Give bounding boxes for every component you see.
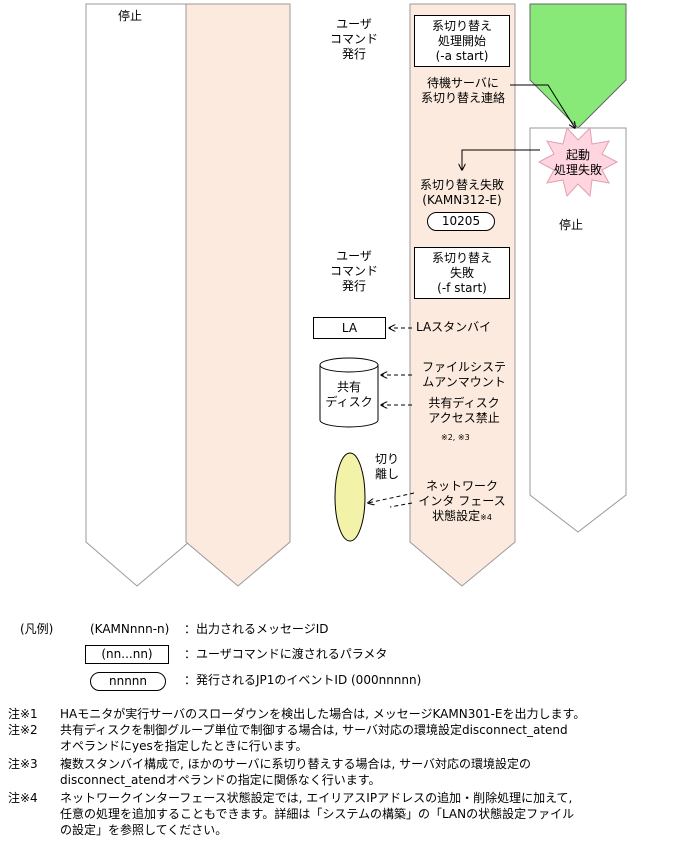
legend-msg-desc: ：出力されるメッセージID [184,622,329,636]
fs-unmount: ファイルシステ ムアンマウント [421,360,506,389]
note-3-line-1: 複数スタンバイ構成で, ほかのサーバに系切り替えする場合は, サーバ対応の環境設… [60,757,532,771]
note-4-line-1: ネットワークインターフェース状態設定では, エイリアスIPアドレスの追加・削除処… [60,791,573,805]
shared-disk-label: 共有 ディスク [325,380,373,409]
la-standby: LAスタンバイ [416,320,492,334]
legend-param-box: (nn...nn) [85,645,169,664]
arrow-detach [368,492,415,503]
lane-2 [185,3,291,587]
note-ref-2-3: ※2, ※3 [441,433,470,442]
note-4-line-2: 任意の処理を追加することもできます。詳細は「システムの構築」の「LANの状態設定… [60,807,575,821]
nic-state: ネットワーク インタ フェース 状態設定※4 [418,479,506,523]
switch-fail-box: 系切り替え 失敗 (-f start) [414,247,510,299]
user-command-1: ユーザ コマンド 発行 [329,17,378,61]
lane-1 [85,3,190,587]
disk-access-ban: 共有ディスク アクセス禁止 [428,396,500,425]
lane1-status: 停止 [118,9,143,23]
note-2-line-1: 共有ディスクを制御グループ単位で制御する場合は, サーバ対応の環境設定disco… [60,723,568,737]
note-2-label: 注※2 [8,723,38,737]
note-4-line-3: の設定」を参照してください。 [60,823,228,837]
legend-event-pill: nnnnn [90,672,166,691]
note-ref-4: ※4 [480,513,492,522]
note-3-line-2: disconnect_atendオペランドの指定に関係なく行います。 [60,773,381,787]
network-ellipse [334,452,366,542]
note-2-line-2: オペランドにyesを指定したときに行います。 [60,739,308,753]
event-id-pill: 10205 [427,212,495,231]
detach-label: 切り 離し [374,452,399,481]
lane-4 [529,127,627,533]
legend-msg-sample: (KAMNnnn-n) [90,622,170,636]
la-box: LA [313,317,386,339]
arrow-notify [510,84,575,128]
startup-fail: 起動 処理失敗 [553,148,602,177]
failure-burst [537,126,619,198]
switch-fail-message: 系切り替え失敗 (KAMN312-E) [419,178,504,207]
lane4-status: 停止 [559,218,584,232]
user-command-2: ユーザ コマンド 発行 [329,249,378,293]
switch-start-box: 系切り替え 処理開始 (-a start) [414,15,510,67]
shared-disk-cylinder [319,357,379,428]
legend-event-desc: ：発行されるJP1のイベントID (000nnnnn) [184,673,422,687]
note-1-label: 注※1 [8,707,38,721]
arrow-fail-back [462,149,540,170]
notify-standby: 待機サーバに 系切り替え連絡 [420,76,505,105]
legend-title: (凡例) [20,622,54,636]
legend-param-desc: ：ユーザコマンドに渡されるパラメタ [184,647,388,661]
arrow-detach-2 [389,502,413,508]
note-1-line-1: HAモニタが実行サーバのスローダウンを検出した場合は, メッセージKAMN301… [60,707,586,721]
note-3-label: 注※3 [8,757,38,771]
note-4-label: 注※4 [8,791,38,805]
green-arrow [529,3,627,129]
